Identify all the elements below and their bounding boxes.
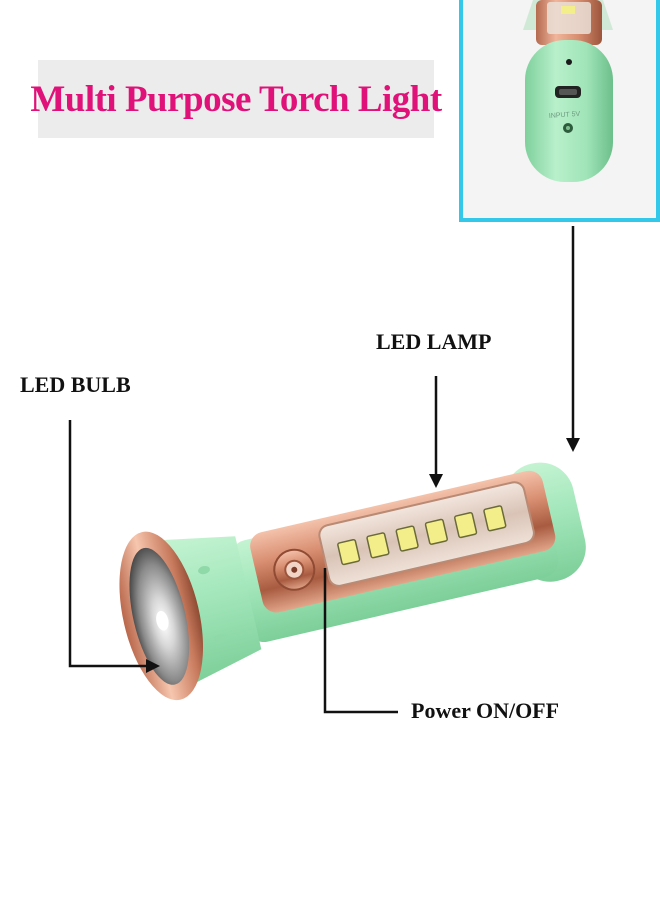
- callout-arrows: [68, 226, 575, 714]
- label-power-on-off: Power ON/OFF: [411, 698, 560, 723]
- led-lamp-window: [318, 481, 535, 587]
- led-bulb-arrowhead-icon: [146, 659, 160, 673]
- inset-closeup-photo: INPUT 5V: [459, 0, 660, 222]
- led-lamp-strip: [337, 505, 507, 566]
- title-banner: Multi Purpose Torch Light: [30, 60, 442, 138]
- power-arrow: [323, 568, 398, 714]
- page-title: Multi Purpose Torch Light: [30, 78, 442, 120]
- led-bulb-arrow: [68, 420, 150, 668]
- inset-port-label: INPUT 5V: [549, 111, 581, 120]
- led-lamp-arrowhead-icon: [429, 474, 443, 488]
- inset-torch-end-illustration: INPUT 5V: [523, 0, 613, 182]
- arrow-heads: [146, 438, 580, 673]
- label-led-bulb: LED BULB: [20, 372, 131, 397]
- label-led-lamp: LED LAMP: [376, 329, 492, 354]
- tail-arrowhead-icon: [566, 438, 580, 452]
